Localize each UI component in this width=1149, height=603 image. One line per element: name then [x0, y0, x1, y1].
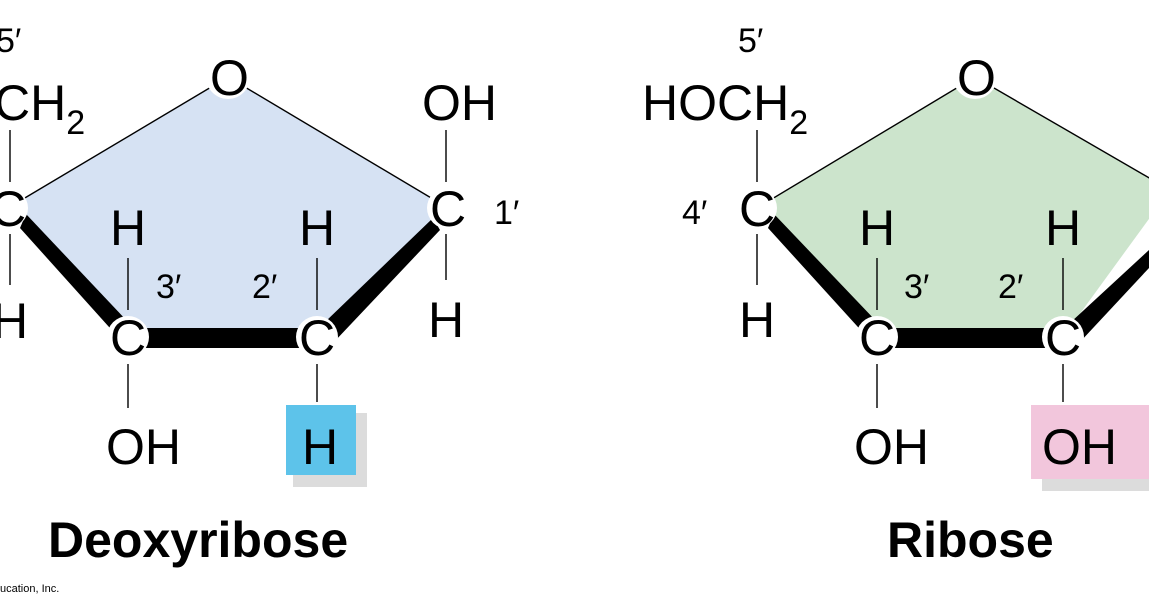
r-c2-bg [1042, 316, 1084, 358]
r-ring-oxygen-bg [953, 55, 997, 99]
r-c5-label: 5′ [738, 22, 763, 60]
r-c3-hydroxyl: OH [854, 419, 929, 475]
ch2-group: CH2 [0, 75, 85, 142]
c1-label: 1′ [494, 194, 519, 232]
c1-hydrogen: H [428, 292, 464, 348]
r-c3-atom: C [859, 310, 895, 366]
c3-label: 3′ [156, 268, 181, 306]
deoxyribose-ring-fill [8, 77, 448, 337]
hoch2-group: HOCH2 [642, 75, 808, 142]
c4-o-bond [7, 76, 229, 209]
r-c3-bg [856, 316, 898, 358]
c2-label: 2′ [252, 268, 277, 306]
r-c4-c3-wedge-bond [768, 214, 877, 337]
c2-hydrogen: H [299, 200, 335, 256]
c2-c1-wedge-bond [325, 218, 440, 342]
deoxy-highlight-box [286, 405, 356, 475]
ribose-title: Ribose [887, 512, 1054, 568]
r-c2-atom: C [1045, 310, 1081, 366]
c3-bg [107, 316, 149, 358]
r-c4-atom: C [739, 181, 775, 237]
c5-label: 5′ [0, 22, 21, 60]
c3-hydroxyl: OH [106, 419, 181, 475]
ribose-ring-fill [757, 77, 1149, 337]
c4-hydrogen: H [0, 293, 28, 349]
ring-oxygen: O [210, 50, 249, 106]
c1-bg [427, 187, 469, 229]
ribose-highlight-box [1031, 405, 1149, 479]
r-c4-o-bond [756, 76, 976, 209]
r-c3-c2-bold-bond [877, 328, 1063, 348]
r-o-c1-bond [974, 76, 1149, 179]
c4-c3-wedge-bond [20, 214, 128, 337]
o-c1-bond [227, 76, 449, 209]
c3-atom: C [110, 310, 146, 366]
r-c2-highlighted-hydroxyl: OH [1042, 419, 1117, 475]
c3-c2-bold-bond [128, 328, 317, 348]
r-c4-label: 4′ [682, 194, 707, 232]
copyright-credit: ucation, Inc. [0, 583, 59, 595]
r-ring-oxygen: O [957, 50, 996, 106]
c1-hydroxyl: OH [422, 75, 497, 131]
c4-bg [0, 188, 28, 228]
ribose-structure: 5′ HOCH2 4′ C H O H 3′ C OH H 2′ C OH Ri… [642, 22, 1149, 568]
r-c3-label: 3′ [904, 268, 929, 306]
r-c4-hydrogen: H [739, 292, 775, 348]
r-c2-c1-wedge-bond [1071, 250, 1149, 342]
r-c4-bg [737, 188, 777, 228]
r-c3-hydrogen: H [859, 200, 895, 256]
r-c2-label: 2′ [998, 268, 1023, 306]
c2-atom: C [299, 310, 335, 366]
c4-atom: C [0, 181, 26, 237]
deoxyribose-title: Deoxyribose [48, 512, 348, 568]
c1-atom: C [430, 181, 466, 237]
c3-hydrogen: H [110, 200, 146, 256]
deoxyribose-structure: 5′ CH2 C H O H 3′ C OH H 2′ C H OH C 1′ … [0, 22, 519, 568]
ring-oxygen-bg [206, 55, 250, 99]
c2-bg [296, 316, 338, 358]
r-c2-hydrogen: H [1045, 200, 1081, 256]
c2-highlighted-hydrogen: H [302, 419, 338, 475]
